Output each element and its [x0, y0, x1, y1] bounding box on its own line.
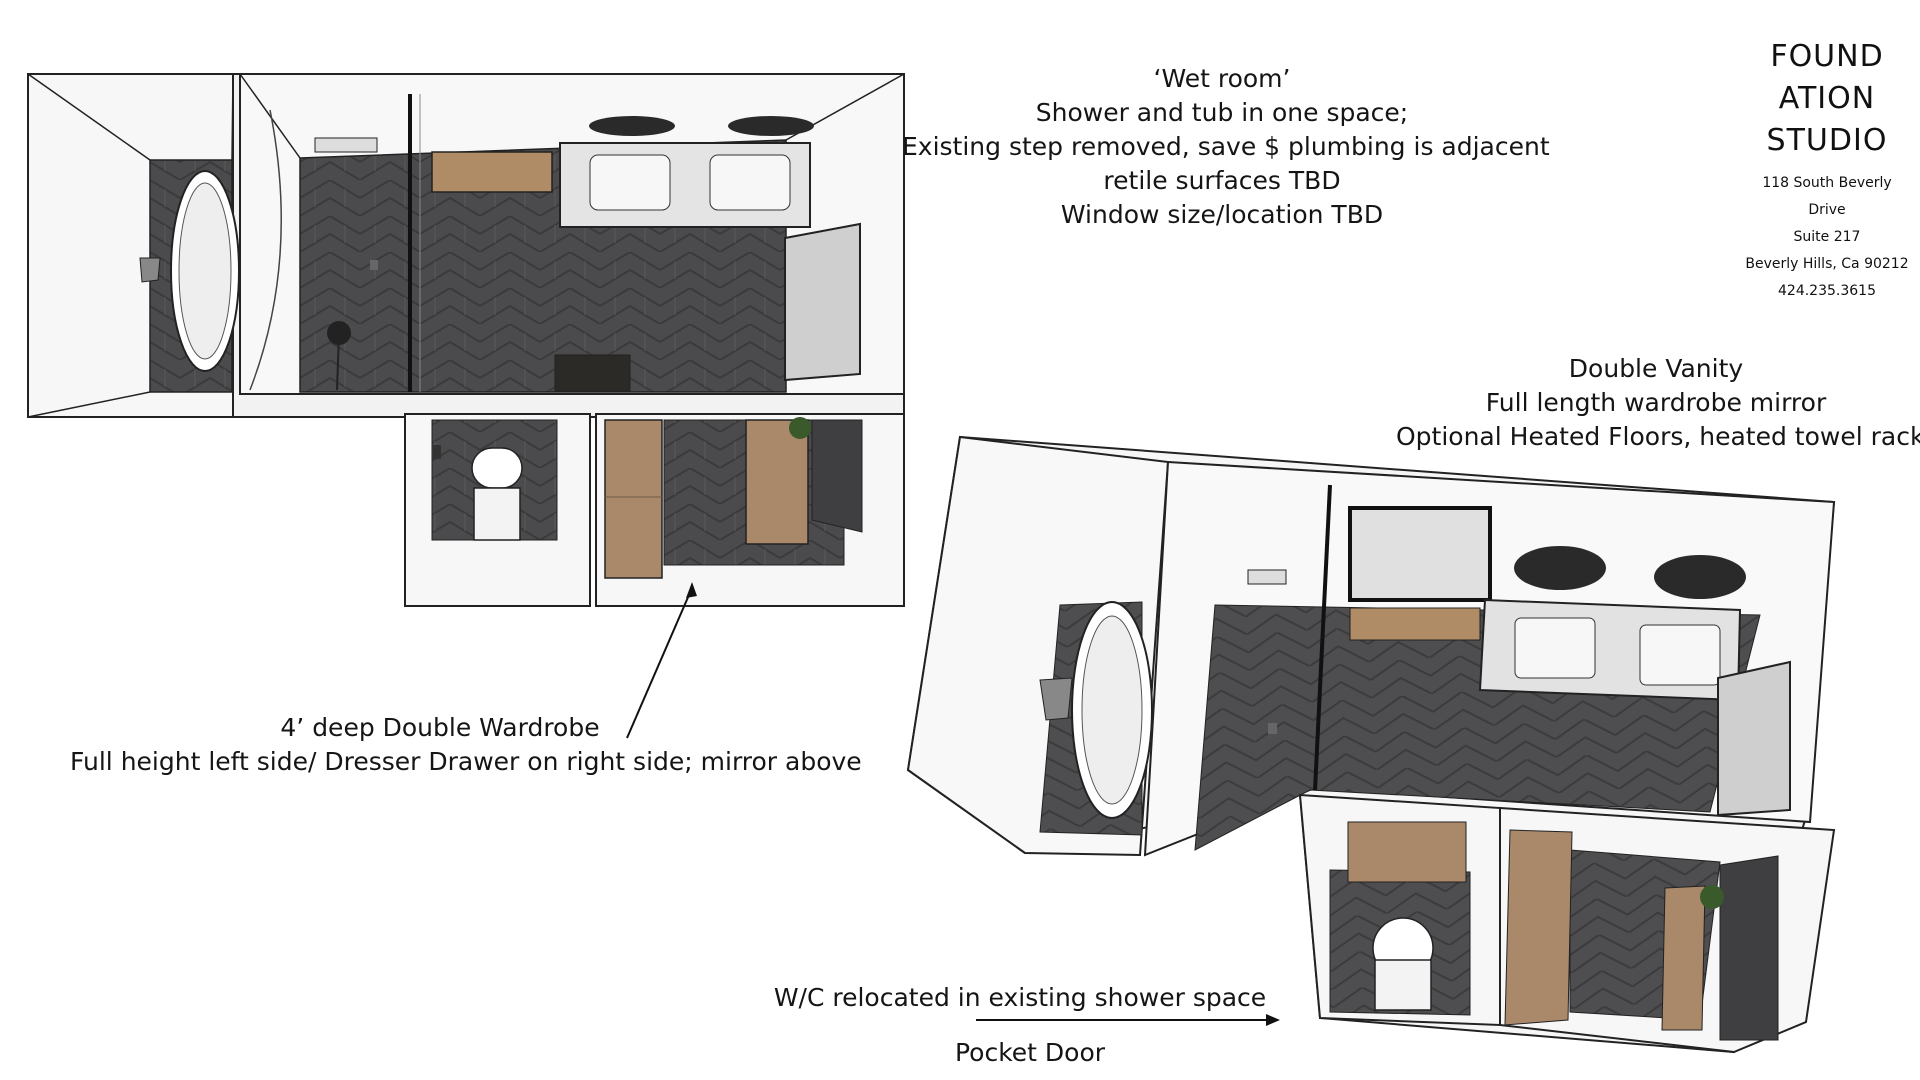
wc-note: W/C relocated in existing shower space — [760, 981, 1280, 1015]
top-plan — [27, 73, 905, 607]
bottom-bench — [1349, 607, 1481, 641]
top-tub-room — [27, 73, 240, 418]
vanity-note: Double Vanity Full length wardrobe mirro… — [1396, 352, 1920, 454]
bottom-plan — [906, 435, 1836, 1054]
floor-drain-mat — [554, 354, 631, 392]
wet-room-title: ‘Wet room’ — [1153, 64, 1291, 93]
studio-logo: FOUND ATION STUDIO 118 South Beverly Dri… — [1742, 36, 1912, 305]
bottom-closet-mirror — [1719, 855, 1779, 1041]
wet-room-line-2: Existing step removed, save $ plumbing i… — [902, 132, 1550, 161]
pocket-door-text: Pocket Door — [954, 1038, 1106, 1067]
bottom-faucet-icon — [1039, 677, 1073, 721]
wardrobe-arrowhead — [686, 582, 697, 598]
toilet-icon — [471, 447, 523, 489]
window-icon — [1348, 506, 1492, 602]
wardrobe-mirror — [784, 222, 861, 382]
wet-room-note: ‘Wet room’ Shower and tub in one space; … — [902, 62, 1550, 232]
wardrobe-arrow — [626, 587, 693, 739]
toilet-paper-icon — [433, 445, 441, 459]
bench — [431, 151, 553, 193]
closet-mirror — [811, 419, 863, 533]
address-phone: 424.235.3615 — [1778, 283, 1876, 299]
bottom-wardrobe-left — [1504, 829, 1573, 1026]
logo-line-1: FOUND — [1770, 39, 1884, 74]
bottom-glass-partition — [1313, 484, 1332, 791]
wet-room-line-1: Shower and tub in one space; — [1035, 98, 1409, 127]
pocket-door-note: Pocket Door — [900, 1036, 1160, 1070]
bottom-plant-icon — [1700, 885, 1724, 909]
wc-arrowhead — [1266, 1014, 1280, 1026]
vanity-line-2: Optional Heated Floors, heated towel rac… — [1396, 422, 1920, 451]
sink-right-icon — [709, 154, 791, 211]
shower-curtain-line — [249, 109, 282, 391]
wardrobe-line-1: Full height left side/ Dresser Drawer on… — [70, 747, 862, 776]
plant-icon — [789, 417, 811, 439]
bottom-mirror-right-icon — [1654, 555, 1746, 599]
address-city: Beverly Hills, Ca 90212 — [1745, 256, 1909, 272]
bottom-wardrobe-right — [1661, 885, 1706, 1031]
address-suite: Suite 217 — [1793, 229, 1861, 245]
top-lower-rooms — [404, 413, 905, 607]
mirror-left-icon — [589, 116, 675, 136]
wet-room-line-3: retile surfaces TBD — [1103, 166, 1341, 195]
vanity-title: Double Vanity — [1568, 354, 1744, 383]
wc-text: W/C relocated in existing shower space — [773, 983, 1267, 1012]
sink-left-icon — [589, 154, 671, 211]
wardrobe-title: 4’ deep Double Wardrobe — [280, 713, 600, 742]
bottom-sink-left-icon — [1514, 617, 1596, 679]
tub-faucet-icon — [139, 257, 161, 283]
wet-room-line-4: Window size/location TBD — [1060, 200, 1384, 229]
towel-rack-icon — [314, 137, 378, 153]
studio-address: 118 South Beverly Drive Suite 217 Beverl… — [1742, 170, 1912, 305]
bottom-mirror-left-icon — [1514, 546, 1606, 590]
wardrobe-note: 4’ deep Double Wardrobe Full height left… — [70, 711, 862, 779]
drain-icon — [370, 260, 378, 270]
logo-line-3: STUDIO — [1766, 123, 1888, 158]
mirror-right-icon — [728, 116, 814, 136]
shelving-unit — [1347, 821, 1467, 883]
wardrobe-left — [604, 419, 663, 579]
vanity-line-1: Full length wardrobe mirror — [1485, 388, 1827, 417]
top-wet-room — [239, 73, 905, 395]
wardrobe-right — [745, 419, 809, 545]
bottom-towel-rack-icon — [1247, 569, 1287, 585]
bottom-drain-icon — [1268, 723, 1277, 734]
bottom-wardrobe-mirror — [1717, 660, 1791, 817]
bottom-sink-right-icon — [1639, 624, 1721, 686]
logo-line-2: ATION — [1778, 81, 1876, 116]
address-street: 118 South Beverly Drive — [1762, 175, 1892, 218]
